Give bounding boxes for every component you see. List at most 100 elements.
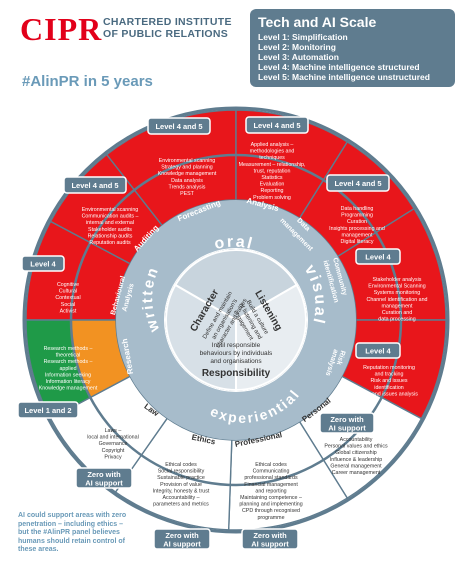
list-item: programme bbox=[257, 515, 284, 521]
list-item: Governance bbox=[99, 441, 128, 447]
label-level-4-behavioural: Level 4 bbox=[21, 255, 65, 272]
label-level-4-5-forecasting-text: Level 4 and 5 bbox=[155, 122, 202, 131]
list-item: Systems monitoring bbox=[374, 290, 421, 296]
list-item: management bbox=[342, 232, 373, 238]
label-zero-ethics-text: AI support bbox=[163, 539, 201, 548]
list-data-management: Data handlingProgrammingCurationInsights… bbox=[329, 206, 385, 245]
label-level-4-risk-box bbox=[355, 342, 401, 359]
list-item: techniques bbox=[259, 155, 285, 161]
label-level-4-community-text: Level 4 bbox=[365, 253, 391, 262]
list-item: Reputation monitoring bbox=[363, 365, 415, 371]
list-item: Reputation audits bbox=[89, 240, 131, 246]
list-item: Contextual bbox=[55, 295, 80, 301]
label-level-4-5-data-text: Level 4 and 5 bbox=[334, 179, 381, 188]
list-item: Career management bbox=[332, 470, 381, 476]
org-name-line2: OF PUBLIC RELATIONS bbox=[103, 28, 229, 40]
list-item: management bbox=[382, 303, 413, 309]
list-item: Reporting bbox=[261, 188, 284, 194]
label-level-4-community: Level 4 bbox=[355, 248, 401, 265]
list-item: Social responsibility bbox=[158, 469, 205, 475]
list-analysis: Applied analysis –methodologies andtechn… bbox=[239, 142, 306, 201]
list-item: Accountability bbox=[340, 437, 373, 443]
list-item: planning and implementing bbox=[239, 502, 302, 508]
responsibility-line: and organisations bbox=[210, 358, 262, 365]
label-level-4-5-data-box bbox=[326, 174, 390, 192]
ring-word-written: written bbox=[139, 264, 163, 336]
label-level-4-community-box bbox=[355, 248, 401, 265]
label-level-4-5-auditing: Level 4 and 5 bbox=[63, 176, 127, 194]
label-level-4-behavioural-text: Level 4 bbox=[30, 260, 56, 269]
list-item: Digital literacy bbox=[341, 239, 374, 245]
label-level-1-2-box bbox=[17, 401, 79, 419]
list-item: Risk and issues bbox=[370, 378, 407, 384]
list-item: Global citizenship bbox=[335, 450, 377, 456]
list-item: Environmental Scanning bbox=[368, 284, 425, 290]
label-level-1-2-text: Level 1 and 2 bbox=[24, 406, 71, 415]
scale-title: Tech and AI Scale bbox=[258, 14, 377, 30]
org-name: CHARTERED INSTITUTE OF PUBLIC RELATIONS bbox=[103, 16, 232, 40]
list-item: trust, reputation bbox=[254, 168, 291, 174]
list-item: local and international bbox=[87, 435, 139, 441]
list-item: Research methods – bbox=[44, 359, 93, 365]
label-zero-professional-box bbox=[241, 528, 299, 550]
label-zero-ethics-box bbox=[153, 528, 211, 550]
list-item: Environmental scanning bbox=[82, 207, 139, 213]
label-level-4-5-analysis-text: Level 4 and 5 bbox=[253, 121, 300, 130]
skill-risk: Risk bbox=[335, 349, 346, 365]
footnote: AI could support areas with zero penetra… bbox=[18, 512, 127, 553]
hashtag-title: #AlinPR in 5 years bbox=[22, 73, 153, 90]
list-item: Information seeking bbox=[45, 372, 91, 378]
list-item: Applied analysis – bbox=[251, 142, 294, 148]
list-item: Data analysis bbox=[171, 178, 203, 184]
label-level-1-2: Level 1 and 2 bbox=[17, 401, 79, 419]
label-zero-professional-text: AI support bbox=[251, 539, 289, 548]
list-item: Cultural bbox=[59, 289, 77, 295]
label-zero-law-text: Zero with bbox=[87, 470, 121, 479]
label-level-4-5-auditing-text: Level 4 and 5 bbox=[71, 181, 118, 190]
cipr-logo: CIPR bbox=[20, 11, 103, 47]
label-level-4-5-forecasting: Level 4 and 5 bbox=[147, 117, 211, 135]
responsibility-line: behaviours by individuals bbox=[200, 350, 273, 357]
label-zero-personal-text: Zero with bbox=[330, 415, 364, 424]
list-item: Copyright bbox=[102, 448, 125, 454]
label-zero-personal-box bbox=[319, 412, 375, 434]
scale-level-4: Level 4: Machine intelligence structured bbox=[258, 62, 420, 72]
scale-level-1: Level 1: Simplification bbox=[258, 32, 348, 42]
responsibility-description: Instil responsible behaviours by individ… bbox=[200, 342, 273, 365]
label-zero-ethics-text: Zero with bbox=[165, 531, 199, 540]
list-item: parameters and metrics bbox=[153, 502, 209, 508]
label-zero-law-box bbox=[75, 467, 133, 489]
list-item: professional standards bbox=[244, 475, 298, 481]
skill-ring-border bbox=[69, 153, 403, 487]
list-item: Activist bbox=[60, 308, 77, 314]
label-level-4-risk: Level 4 bbox=[355, 342, 401, 359]
scale-level-3: Level 3: Automation bbox=[258, 52, 339, 62]
list-item: Evaluation bbox=[260, 182, 285, 188]
list-item: Privacy bbox=[104, 454, 122, 460]
responsibility-title: Responsibility bbox=[202, 368, 271, 379]
list-item: Communication audits – bbox=[82, 214, 139, 220]
list-item: Stakeholder analysis bbox=[373, 277, 422, 283]
label-zero-professional-text: Zero with bbox=[253, 531, 287, 540]
list-item: Relationship audits bbox=[88, 233, 133, 239]
list-item: Problem solving bbox=[253, 195, 291, 201]
list-item: Trends analysis bbox=[169, 184, 206, 190]
list-item: identification bbox=[374, 385, 404, 391]
center-slice-responsibility bbox=[235, 283, 307, 392]
list-law: Laws –local and internationalGovernanceC… bbox=[87, 428, 139, 460]
label-zero-law-text: AI support bbox=[85, 478, 123, 487]
center-slice-character bbox=[165, 283, 237, 392]
list-item: CPD through recognised bbox=[242, 508, 300, 514]
list-item: Knowledge management bbox=[158, 171, 217, 177]
ring-word-oral: oral bbox=[213, 233, 256, 253]
list-item: internal and external bbox=[86, 220, 134, 226]
list-item: Environmental scanning bbox=[159, 158, 216, 164]
org-name-line1: CHARTERED INSTITUTE bbox=[103, 16, 232, 28]
list-item: Curation and bbox=[382, 310, 412, 316]
scale-level-5: Level 5: Machine intelligence unstructur… bbox=[258, 72, 430, 82]
